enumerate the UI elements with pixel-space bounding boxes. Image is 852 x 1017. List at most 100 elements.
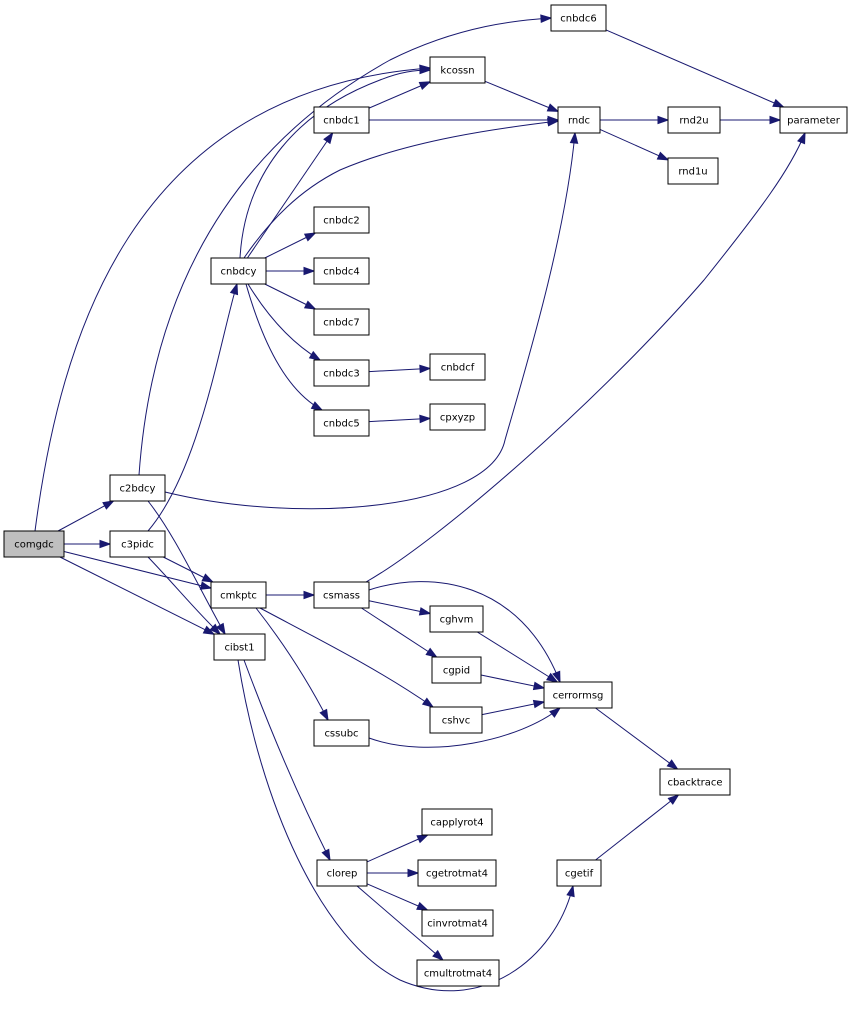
node-rndc[interactable]: rndc [557, 106, 601, 134]
edge-csmass-to-cerrormsg [368, 581, 561, 684]
node-cnbdc3[interactable]: cnbdc3 [313, 359, 370, 387]
node-label: cbacktrace [667, 778, 722, 789]
edge-line [243, 120, 559, 259]
edge-cnbdc3-to-cnbdcf [368, 364, 432, 374]
arrowhead [667, 794, 680, 805]
edge-line [57, 500, 114, 532]
node-parameter[interactable]: parameter [779, 106, 848, 134]
edge-cnbdc5-to-cpxyzp [368, 414, 432, 424]
edge-line [164, 132, 576, 510]
node-box [416, 959, 500, 987]
arrowhead [303, 266, 316, 276]
edge-line [147, 500, 226, 635]
arrowhead [303, 232, 317, 242]
arrowhead [532, 699, 546, 709]
node-cnbdcy[interactable]: cnbdcy [210, 257, 267, 285]
arrowhead [201, 573, 215, 583]
node-cnbdc7[interactable]: cnbdc7 [313, 308, 370, 336]
arrowhead [321, 848, 331, 862]
edge-cgpid-to-cerrormsg [480, 674, 546, 691]
edge-cnbdcy-to-cnbdc7 [264, 283, 317, 310]
node-kcossn[interactable]: kcossn [429, 56, 486, 84]
node-label: capplyrot4 [430, 818, 483, 829]
arrowhead [540, 14, 553, 23]
edge-c3pidc-to-cmkptc [163, 556, 215, 583]
node-cnbdc2[interactable]: cnbdc2 [313, 206, 370, 234]
arrowhead [532, 681, 546, 691]
node-clorep[interactable]: clorep [316, 859, 368, 887]
node-cmkptc[interactable]: cmkptc [210, 581, 267, 609]
edge-line [138, 17, 552, 476]
edge-c3pidc-to-cnbdcy [147, 282, 239, 532]
node-label: cinvrotmat4 [427, 919, 488, 930]
node-cssubc[interactable]: cssubc [313, 719, 370, 747]
node-capplyrot4[interactable]: capplyrot4 [421, 808, 493, 836]
node-label: cgpid [443, 666, 470, 677]
node-cnbdc6[interactable]: cnbdc6 [550, 4, 607, 32]
node-comgdc[interactable]: comgdc [3, 530, 65, 558]
node-label: rndc [568, 116, 590, 127]
node-c2bdcy[interactable]: c2bdcy [109, 474, 166, 502]
arrowhead [546, 103, 560, 112]
node-box [213, 633, 266, 661]
node-box [417, 859, 497, 887]
arrowhead [310, 401, 324, 411]
arrowhead [416, 834, 430, 844]
node-cgetrotmat4[interactable]: cgetrotmat4 [417, 859, 497, 887]
node-rnd2u[interactable]: rnd2u [667, 106, 721, 134]
arrowhead [425, 647, 438, 658]
arrowhead [202, 625, 216, 635]
arrowhead [419, 364, 432, 374]
node-cerrormsg[interactable]: cerrormsg [543, 681, 613, 709]
edge-cnbdcy-to-rndc [243, 117, 560, 259]
node-cpxyzp[interactable]: cpxyzp [429, 403, 486, 431]
edge-line [481, 701, 545, 716]
edge-clorep-to-cgetrotmat4 [367, 868, 420, 878]
node-cshvc[interactable]: cshvc [429, 706, 483, 734]
node-rnd1u[interactable]: rnd1u [667, 157, 719, 185]
node-box [421, 808, 493, 836]
edge-clorep-to-cinvrotmat4 [366, 883, 429, 911]
node-label: cmkptc [220, 591, 257, 602]
node-box [313, 308, 370, 336]
node-cgetif[interactable]: cgetif [556, 859, 602, 887]
node-cnbdc1[interactable]: cnbdc1 [313, 106, 370, 134]
edge-line [595, 794, 679, 861]
arrowhead [419, 65, 432, 75]
node-cbacktrace[interactable]: cbacktrace [659, 768, 731, 796]
node-box [210, 257, 267, 285]
node-box [313, 581, 370, 609]
node-box [421, 909, 494, 937]
node-cinvrotmat4[interactable]: cinvrotmat4 [421, 909, 494, 937]
arrowhead [303, 590, 316, 600]
node-cmultrotmat4[interactable]: cmultrotmat4 [416, 959, 500, 987]
node-cghvm[interactable]: cghvm [429, 605, 484, 633]
node-box [313, 206, 370, 234]
edge-cnbdcy-to-cnbdc3 [247, 283, 322, 361]
edge-line [605, 29, 784, 108]
arrowhead [229, 282, 239, 296]
arrowhead [569, 131, 579, 144]
arrowhead [323, 131, 334, 145]
node-cibst1[interactable]: cibst1 [213, 633, 266, 661]
node-csmass[interactable]: csmass [313, 581, 370, 609]
edge-cghvm-to-cerrormsg [477, 631, 559, 683]
edge-cnbdc1-to-rndc [369, 115, 560, 125]
node-label: cibst1 [224, 643, 254, 654]
edge-cssubc-to-cerrormsg [368, 707, 562, 748]
node-box [543, 681, 613, 709]
node-cnbdcf[interactable]: cnbdcf [429, 353, 486, 381]
node-box [659, 768, 731, 796]
edge-rnd2u-to-parameter [720, 115, 782, 125]
edge-line [63, 550, 212, 589]
node-c3pidc[interactable]: c3pidc [109, 530, 166, 558]
node-cgpid[interactable]: cgpid [431, 656, 482, 684]
node-label: cmultrotmat4 [424, 969, 492, 980]
node-label: rnd1u [678, 167, 707, 178]
edge-clorep-to-cmultrotmat4 [356, 885, 445, 961]
node-box [3, 530, 65, 558]
node-cnbdc5[interactable]: cnbdc5 [313, 409, 370, 437]
node-cnbdc4[interactable]: cnbdc4 [313, 257, 370, 285]
edge-cshvc-to-cerrormsg [481, 699, 546, 716]
edge-c2bdcy-to-cibst1 [147, 500, 226, 636]
